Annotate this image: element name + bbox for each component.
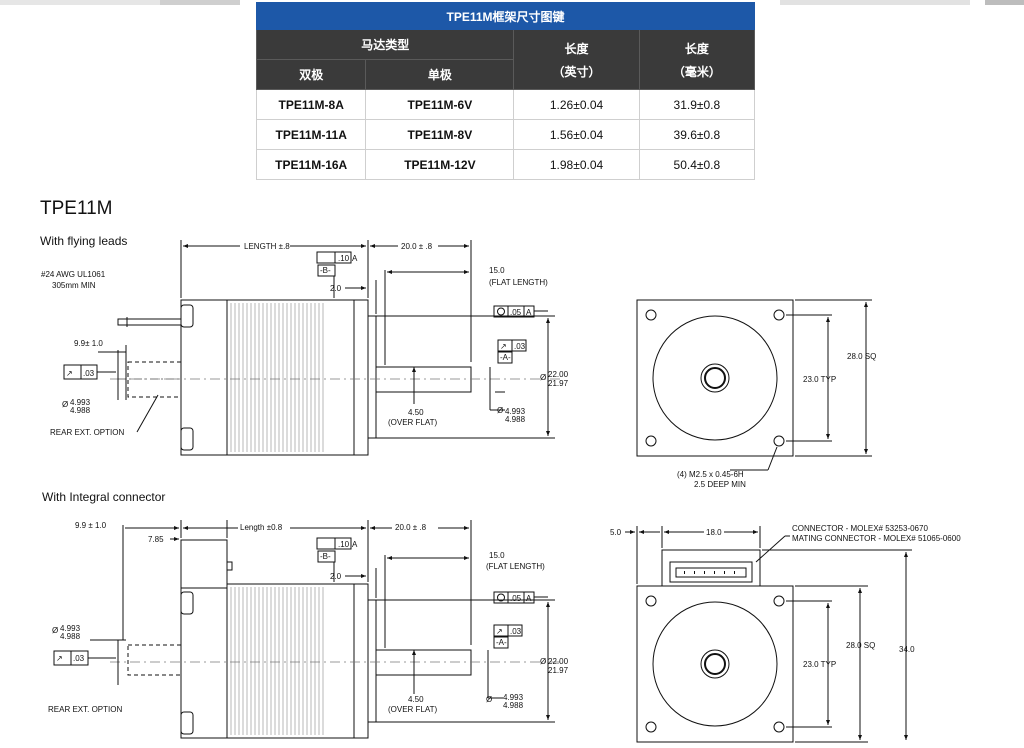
svg-text:23.0 TYP: 23.0 TYP	[803, 660, 836, 669]
frame-size-table: TPE11M框架尺寸图键 马达类型 长度（英寸） 长度（毫米） 双极 单极 TP…	[255, 2, 756, 180]
svg-text:MATING CONNECTOR - MOLEX# 5106: MATING CONNECTOR - MOLEX# 51065-0600	[792, 534, 961, 543]
length-mm-header: 长度（毫米）	[638, 29, 756, 90]
svg-text:(FLAT LENGTH): (FLAT LENGTH)	[489, 278, 548, 287]
svg-text:Ø: Ø	[52, 626, 58, 635]
unipolar-header: 单极	[365, 59, 515, 90]
front-view-flying-leads	[636, 299, 872, 471]
svg-text:.03: .03	[514, 342, 526, 351]
svg-text:.03: .03	[73, 654, 85, 663]
svg-text:.10: .10	[338, 540, 350, 549]
svg-text:4.988: 4.988	[60, 632, 81, 641]
svg-text:Ø: Ø	[497, 406, 503, 415]
side-view-flying-leads	[63, 240, 560, 456]
svg-text:34.0: 34.0	[899, 645, 915, 654]
top-border	[0, 0, 1024, 5]
labels-integral-connector: 9.9 ± 1.0 7.85 Length ±0.8 20.0 ± .8 .10…	[48, 521, 569, 714]
drawing-title: TPE11M	[40, 198, 113, 219]
labels-front-integral: 5.0 18.0 CONNECTOR - MOLEX# 53253-0670 M…	[610, 524, 961, 669]
svg-text:23.0 TYP: 23.0 TYP	[803, 375, 836, 384]
svg-text:Ø: Ø	[486, 695, 492, 704]
svg-text:.03: .03	[83, 369, 95, 378]
svg-text:↗: ↗	[500, 342, 507, 351]
svg-text:.03: .03	[510, 627, 522, 636]
svg-text:2.5 DEEP MIN: 2.5 DEEP MIN	[694, 480, 746, 489]
svg-text:9.9± 1.0: 9.9± 1.0	[74, 339, 103, 348]
svg-text:(OVER FLAT): (OVER FLAT)	[388, 705, 438, 714]
svg-text:-A-: -A-	[500, 353, 511, 362]
svg-text:15.0: 15.0	[489, 266, 505, 275]
svg-text:4.993: 4.993	[70, 398, 91, 407]
svg-text:21.97: 21.97	[548, 666, 569, 675]
svg-text:20.0 ± .8: 20.0 ± .8	[401, 242, 433, 251]
svg-text:#24 AWG UL1061: #24 AWG UL1061	[41, 270, 106, 279]
svg-text:Ø: Ø	[540, 657, 546, 666]
svg-text:(FLAT LENGTH): (FLAT LENGTH)	[486, 562, 545, 571]
svg-text:9.9 ± 1.0: 9.9 ± 1.0	[75, 521, 107, 530]
svg-text:4.993: 4.993	[60, 624, 81, 633]
svg-text:18.0: 18.0	[706, 528, 722, 537]
labels-front-flying: 28.0 SQ 23.0 TYP (4) M2.5 x 0.45-6H 2.5 …	[677, 352, 876, 489]
svg-text:.05: .05	[510, 308, 522, 317]
svg-text:Length ±0.8: Length ±0.8	[240, 523, 283, 532]
section-integral-connector: With Integral connector	[42, 490, 166, 504]
svg-text:21.97: 21.97	[548, 379, 569, 388]
svg-text:22.00: 22.00	[548, 370, 569, 379]
svg-text:A: A	[352, 254, 358, 263]
svg-text:REAR EXT. OPTION: REAR EXT. OPTION	[48, 705, 122, 714]
svg-text:↗: ↗	[66, 369, 73, 378]
svg-text:Ø: Ø	[62, 400, 68, 409]
svg-text:↗: ↗	[56, 654, 63, 663]
svg-text:.05: .05	[510, 594, 522, 603]
svg-text:A: A	[526, 308, 532, 317]
svg-text:REAR EXT. OPTION: REAR EXT. OPTION	[50, 428, 124, 437]
labels-flying-leads: #24 AWG UL1061 305mm MIN LENGTH ±.8 20.0…	[41, 242, 569, 437]
svg-text:-B-: -B-	[320, 266, 331, 275]
svg-text:-A-: -A-	[496, 638, 507, 647]
svg-text:15.0: 15.0	[489, 551, 505, 560]
svg-text:28.0 SQ: 28.0 SQ	[847, 352, 876, 361]
motor-type-header: 马达类型	[255, 29, 515, 60]
svg-text:4.993: 4.993	[505, 407, 526, 416]
svg-text:↗: ↗	[496, 627, 503, 636]
front-view-integral-connector	[625, 526, 912, 743]
table-row: TPE11M-8A TPE11M-6V 1.26±0.04 31.9±0.8	[255, 89, 756, 120]
svg-text:5.0: 5.0	[610, 528, 622, 537]
svg-text:-B-: -B-	[320, 552, 331, 561]
svg-text:4.988: 4.988	[503, 701, 524, 710]
svg-text:4.50: 4.50	[408, 695, 424, 704]
svg-text:28.0 SQ: 28.0 SQ	[846, 641, 875, 650]
side-view-integral-connector	[53, 520, 560, 739]
section-flying-leads: With flying leads	[40, 234, 128, 248]
svg-text:A: A	[526, 594, 532, 603]
svg-text:7.85: 7.85	[148, 535, 164, 544]
svg-text:CONNECTOR - MOLEX# 53253-0670: CONNECTOR - MOLEX# 53253-0670	[792, 524, 928, 533]
svg-text:A: A	[352, 540, 358, 549]
svg-text:LENGTH ±.8: LENGTH ±.8	[244, 242, 290, 251]
svg-text:4.988: 4.988	[505, 415, 526, 424]
table-row: TPE11M-16A TPE11M-12V 1.98±0.04 50.4±0.8	[255, 149, 756, 180]
svg-text:.10: .10	[338, 254, 350, 263]
svg-text:(OVER FLAT): (OVER FLAT)	[388, 418, 438, 427]
svg-text:2.0: 2.0	[330, 284, 342, 293]
svg-text:(4) M2.5 x 0.45-6H: (4) M2.5 x 0.45-6H	[677, 470, 744, 479]
bipolar-header: 双极	[255, 59, 367, 90]
svg-text:Ø: Ø	[540, 373, 546, 382]
svg-text:305mm MIN: 305mm MIN	[52, 281, 96, 290]
svg-text:4.993: 4.993	[503, 693, 524, 702]
svg-text:2.0: 2.0	[330, 572, 342, 581]
svg-text:4.50: 4.50	[408, 408, 424, 417]
svg-text:20.0 ± .8: 20.0 ± .8	[395, 523, 427, 532]
svg-text:4.988: 4.988	[70, 406, 91, 415]
svg-text:22.00: 22.00	[548, 657, 569, 666]
